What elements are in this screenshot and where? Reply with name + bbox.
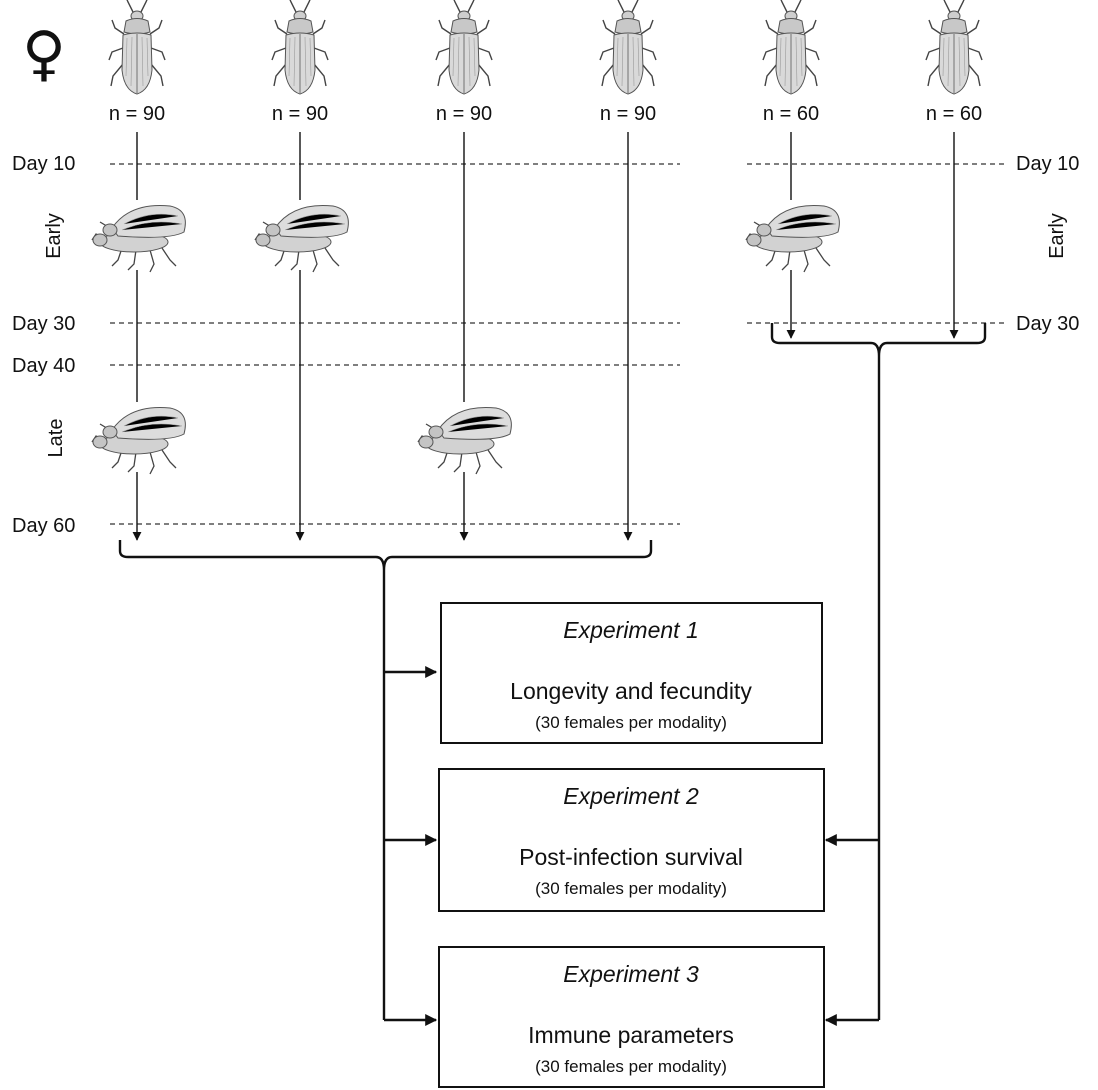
early-period-label-right: Early: [1046, 213, 1068, 259]
experiment-3-detail: (30 females per modality): [535, 1057, 727, 1076]
n-label-group-5: n = 60: [763, 103, 819, 125]
day10-label-left: Day 10: [12, 153, 75, 175]
beetle-icon-group-6: [925, 0, 983, 95]
late-period-label: Late: [45, 419, 67, 458]
experiment-2-name: Post-infection survival: [519, 844, 743, 870]
mating-pair-group-1-early: [91, 200, 188, 273]
mating-pair-group-1-late: [91, 402, 188, 475]
experiment-1-box: Experiment 1 Longevity and fecundity (30…: [440, 602, 823, 744]
beetle-icon-group-2: [271, 0, 329, 95]
beetle-icon-group-5: [762, 0, 820, 95]
n-label-group-2: n = 90: [272, 103, 328, 125]
day10-label-right: Day 10: [1016, 153, 1079, 175]
female-symbol: ♀: [22, 19, 66, 89]
experiment-2-title: Experiment 2: [563, 783, 699, 809]
bracket-groups-1-4: [118, 540, 653, 571]
n-label-group-4: n = 90: [600, 103, 656, 125]
mating-pair-group-2-early: [254, 200, 351, 273]
day30-label-left: Day 30: [12, 313, 75, 335]
day60-label-left: Day 60: [12, 515, 75, 537]
experiment-3-title: Experiment 3: [563, 961, 699, 987]
beetle-icon-group-4: [599, 0, 657, 95]
experiment-2-detail: (30 females per modality): [535, 879, 727, 898]
mating-pair-group-5-early: [745, 200, 842, 273]
beetle-icon-group-3: [435, 0, 493, 95]
experiment-2-box: Experiment 2 Post-infection survival (30…: [438, 768, 825, 912]
bracket-groups-5-6: [770, 323, 987, 357]
experiment-1-title: Experiment 1: [563, 617, 699, 643]
experiment-3-name: Immune parameters: [528, 1022, 734, 1048]
n-label-group-6: n = 60: [926, 103, 982, 125]
early-period-label-left: Early: [43, 213, 65, 259]
day40-label-left: Day 40: [12, 355, 75, 377]
experiment-1-detail: (30 females per modality): [535, 713, 727, 732]
day30-label-right: Day 30: [1016, 313, 1079, 335]
experiment-3-box: Experiment 3 Immune parameters (30 femal…: [438, 946, 825, 1088]
mating-pair-group-3-late: [417, 402, 514, 475]
beetle-icon-group-1: [108, 0, 166, 95]
experiment-1-name: Longevity and fecundity: [510, 678, 752, 704]
n-label-group-3: n = 90: [436, 103, 492, 125]
n-label-group-1: n = 90: [109, 103, 165, 125]
